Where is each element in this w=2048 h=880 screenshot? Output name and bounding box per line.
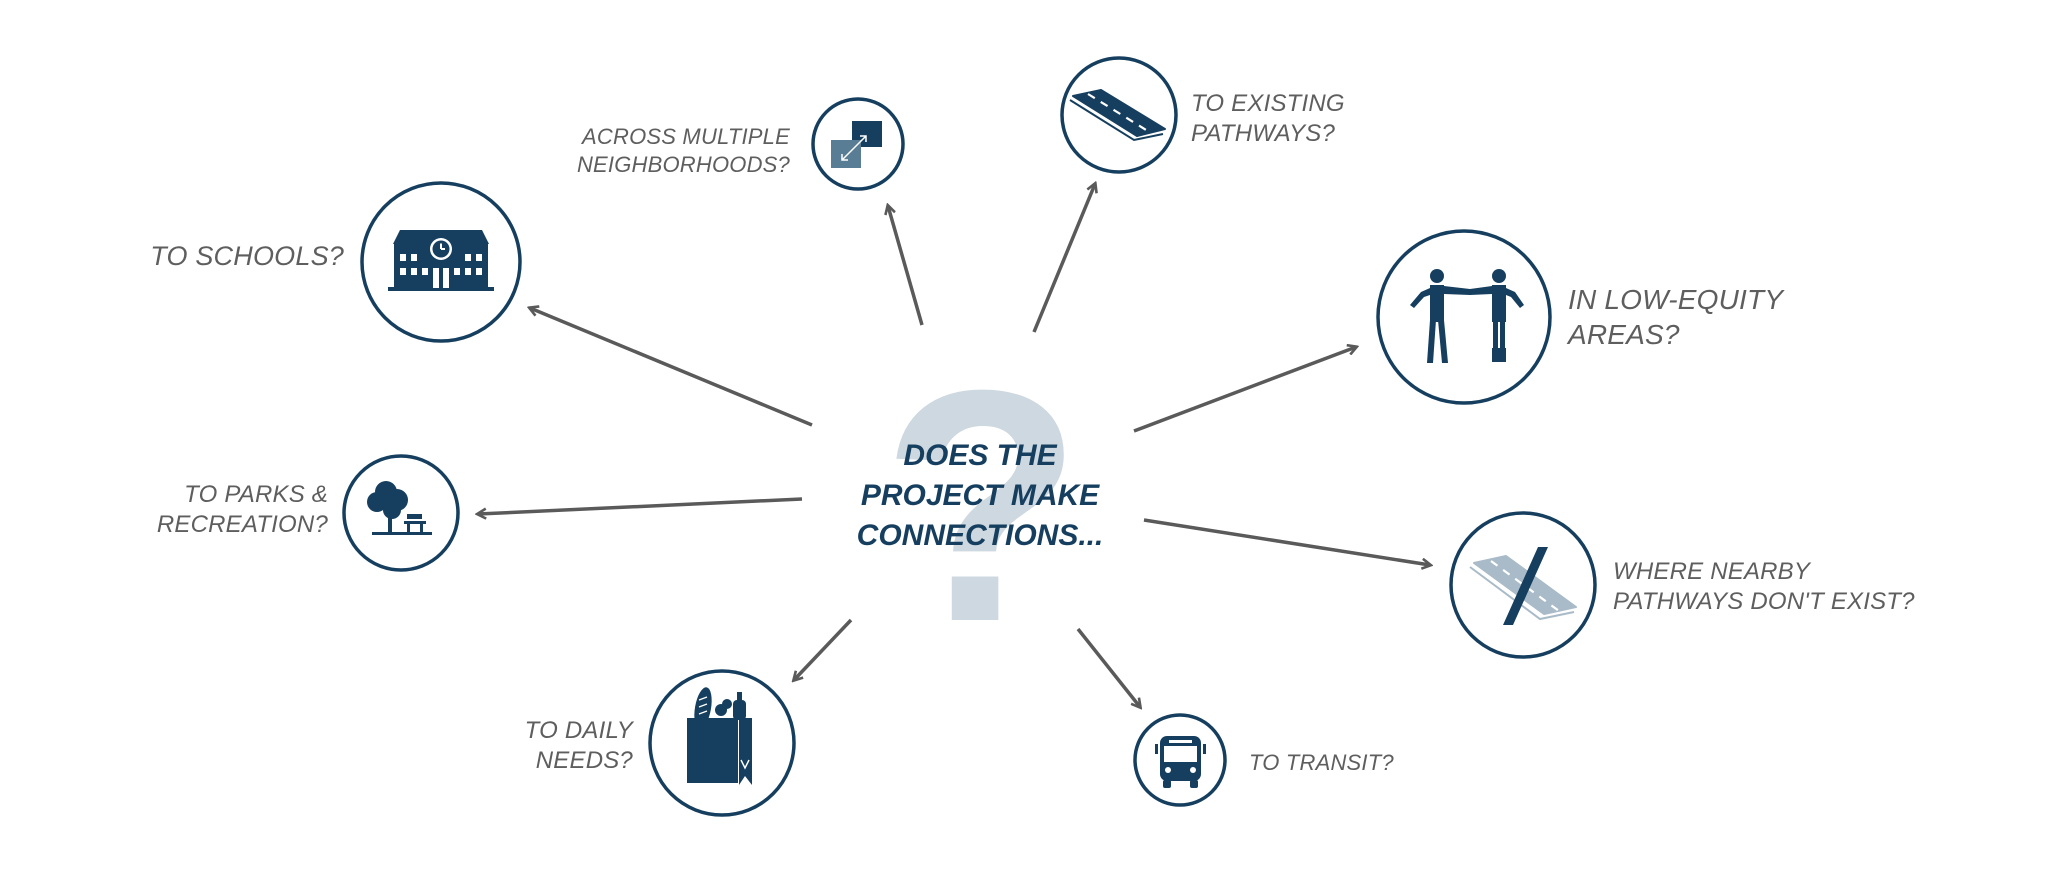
label-transit: TO TRANSIT? xyxy=(1249,749,1394,777)
overlapping-squares-icon xyxy=(831,121,882,168)
pathway-icon xyxy=(1069,89,1166,142)
crossed-pathway-icon xyxy=(1469,547,1577,625)
arrows xyxy=(478,184,1430,707)
label-parks: TO PARKS & RECREATION? xyxy=(157,480,328,540)
label-transit-line1: TO TRANSIT? xyxy=(1249,750,1394,775)
label-schools: TO SCHOOLS? xyxy=(150,240,344,274)
bus-icon xyxy=(1155,736,1206,788)
label-parks-line2: RECREATION? xyxy=(156,511,328,538)
label-low-equity: IN LOW-EQUITY AREAS? xyxy=(1568,282,1783,352)
label-low-equity-line2: AREAS? xyxy=(1568,319,1680,350)
label-parks-line1: TO PARKS & xyxy=(184,481,328,508)
arrow-to-parks xyxy=(478,497,803,514)
central-question-line1: DOES THE xyxy=(903,439,1057,472)
circle-low-equity xyxy=(1376,229,1552,405)
school-building-icon xyxy=(388,230,494,291)
label-low-equity-line1: IN LOW-EQUITY xyxy=(1568,284,1784,315)
arrow-to-neighborhoods xyxy=(888,206,924,326)
label-existing-pathways-line1: TO EXISTING xyxy=(1191,90,1345,117)
label-no-pathways: WHERE NEARBY PATHWAYS DON'T EXIST? xyxy=(1613,557,1915,617)
label-neighborhoods-line2: NEIGHBORHOODS? xyxy=(576,151,790,177)
arrow-to-no-pathways xyxy=(1143,518,1430,565)
central-question-line3: CONNECTIONS... xyxy=(856,519,1104,552)
label-existing-pathways-line2: PATHWAYS? xyxy=(1191,120,1336,147)
label-no-pathways-line1: WHERE NEARBY xyxy=(1613,558,1811,585)
label-neighborhoods-line1: ACROSS MULTIPLE xyxy=(582,124,790,149)
arrow-to-transit xyxy=(1076,627,1140,707)
arrow-to-existing-pathways xyxy=(1032,184,1095,333)
arrow-to-low-equity xyxy=(1133,347,1356,433)
central-question: DOES THE PROJECT MAKE CONNECTIONS... xyxy=(820,436,1140,556)
label-schools-line1: TO SCHOOLS? xyxy=(150,241,344,271)
label-daily-needs: TO DAILY NEEDS? xyxy=(525,716,633,776)
label-existing-pathways: TO EXISTING PATHWAYS? xyxy=(1191,89,1345,149)
arrow-to-schools xyxy=(530,308,813,427)
grocery-bag-icon xyxy=(687,687,752,785)
circle-parks xyxy=(342,454,460,572)
arrow-to-daily-needs xyxy=(794,618,853,680)
label-neighborhoods: ACROSS MULTIPLE NEIGHBORHOODS? xyxy=(577,123,790,178)
label-daily-needs-line2: NEEDS? xyxy=(535,747,633,774)
label-daily-needs-line1: TO DAILY xyxy=(524,717,633,744)
people-reaching-icon xyxy=(1410,269,1524,363)
question-mark-glyph: ? xyxy=(881,321,1083,690)
central-question-line2: PROJECT MAKE xyxy=(860,479,1100,512)
tree-bench-icon xyxy=(367,481,432,535)
label-no-pathways-line2: PATHWAYS DON'T EXIST? xyxy=(1613,588,1915,615)
